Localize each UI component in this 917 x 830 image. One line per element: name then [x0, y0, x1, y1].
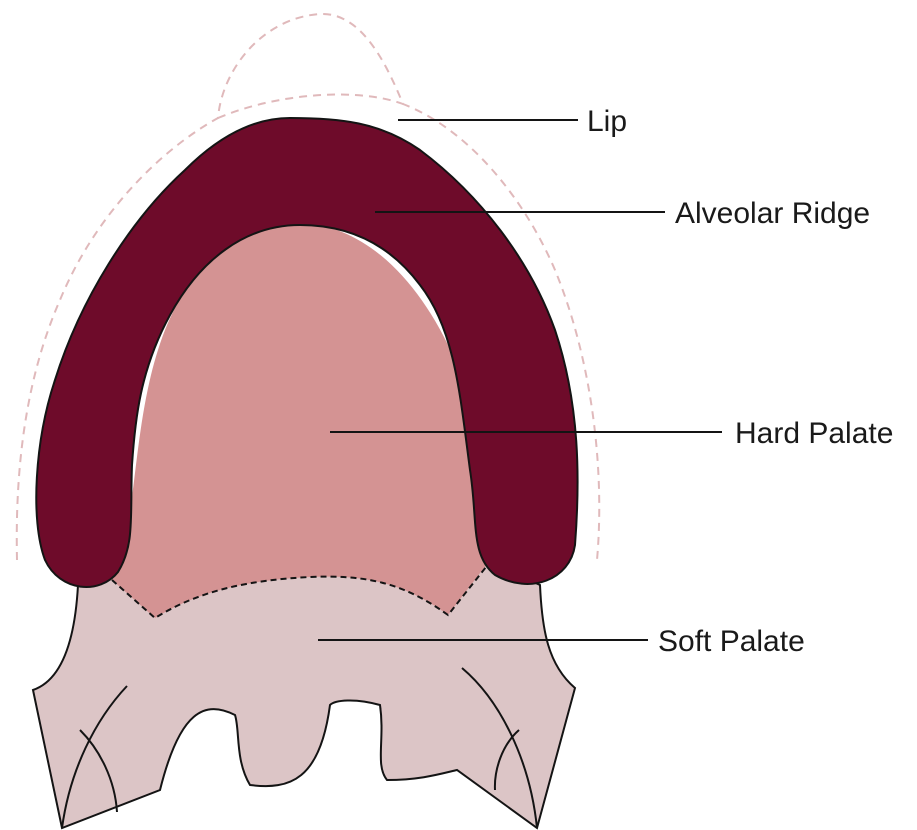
soft-palate-region [33, 562, 575, 828]
alveolar-ridge-label: Alveolar Ridge [675, 197, 870, 230]
lip-label: Lip [587, 105, 627, 138]
soft-palate-label: Soft Palate [658, 625, 805, 658]
hard-palate-label: Hard Palate [735, 417, 893, 450]
lip-inner-outline [218, 95, 403, 118]
